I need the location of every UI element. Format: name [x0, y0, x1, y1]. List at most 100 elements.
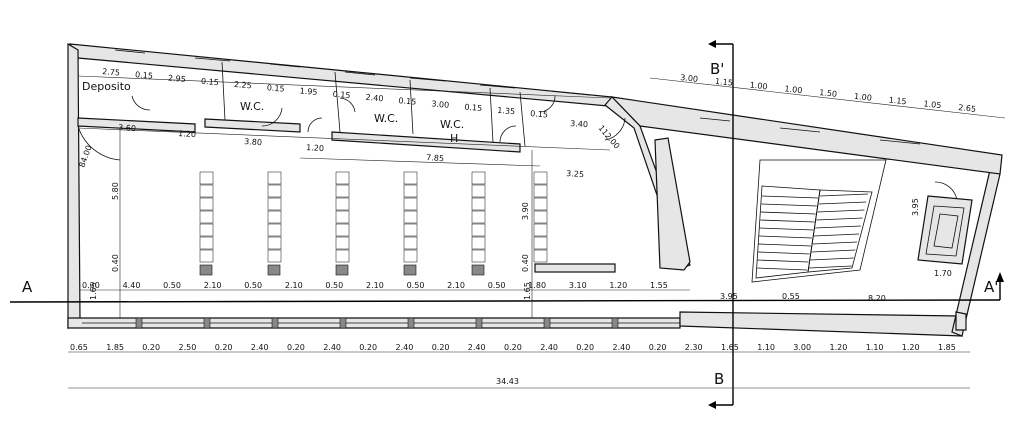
dims-right-top-3: 1.00	[784, 84, 803, 95]
rack-cell	[403, 249, 418, 263]
dims-bottom-row-11: 2.40	[468, 343, 486, 352]
dims-top-row-11: 0.15	[464, 103, 483, 114]
stair-step	[818, 201, 867, 205]
dims-vertical-6: 3.95	[911, 198, 920, 216]
stair-step	[815, 225, 861, 229]
dims-second-row-0: 3.60	[118, 123, 136, 133]
rack-cell	[533, 197, 548, 211]
room-label-wc-1: W.C.	[240, 100, 264, 113]
dims-misc-1: 112.00	[596, 124, 621, 151]
dims-bottom-row-15: 2.40	[613, 343, 631, 352]
rack-cell	[199, 171, 214, 185]
pillar	[403, 264, 417, 276]
dims-mid-row-6: 0.50	[325, 281, 343, 290]
rack-cell	[335, 249, 350, 263]
stair-step	[811, 249, 856, 253]
rack-cell	[471, 171, 486, 185]
dims-bottom-row-9: 2.40	[396, 343, 414, 352]
dims-bottom-row-1: 1.85	[106, 343, 124, 352]
dims-vertical-5: 1.65	[523, 282, 532, 300]
south-windows	[82, 317, 680, 329]
dims-top-row-6: 1.95	[299, 86, 318, 97]
dims-bottom-row-13: 2.40	[540, 343, 558, 352]
dims-mid-row-9: 2.10	[447, 281, 465, 290]
stair-step	[760, 211, 816, 215]
dims-right-top-5: 1.00	[854, 92, 873, 103]
rack-cell	[267, 210, 282, 224]
dims-mid-right-2: 8.20	[868, 294, 886, 303]
rack-cell	[471, 236, 486, 250]
rack-cell	[533, 210, 548, 224]
dims-mid-row-11: 1.80	[528, 281, 546, 290]
rack-cell	[471, 197, 486, 211]
rack-cell	[335, 236, 350, 250]
rack-cell	[335, 210, 350, 224]
rack-cell	[267, 184, 282, 198]
dims-bottom-row-3: 2.50	[179, 343, 197, 352]
rack-cell	[199, 249, 214, 263]
dims-right-top-6: 1.15	[888, 96, 907, 107]
dims-vertical-7: 1.70	[934, 269, 952, 278]
dims-mid-row-14: 1.55	[650, 281, 668, 290]
stair-step	[757, 251, 810, 255]
rack-cell	[199, 223, 214, 237]
room-label-wc-3-sub: H	[450, 132, 458, 145]
rack-cell	[403, 197, 418, 211]
rack-cell	[267, 171, 282, 185]
dims-second-row-6: 3.25	[566, 169, 584, 179]
dims-bottom-row-23: 1.20	[902, 343, 920, 352]
dims-right-top-0: 3.00	[680, 73, 699, 84]
dims-bottom-row-2: 0.20	[142, 343, 160, 352]
dims-top-row-8: 2.40	[365, 93, 384, 104]
dims-top-row-4: 2.25	[234, 80, 253, 91]
dims-bottom-row-20: 3.00	[793, 343, 811, 352]
dims-vertical-0: 5.80	[111, 182, 120, 200]
rack-cell	[267, 236, 282, 250]
dims-mid-row-5: 2.10	[285, 281, 303, 290]
dims-vertical-2: 1.65	[89, 282, 98, 300]
dims-bottom-row-10: 0.20	[432, 343, 450, 352]
dims-mid-row-2: 0.50	[163, 281, 181, 290]
dims-bottom-row-8: 0.20	[359, 343, 377, 352]
rack-cell	[267, 249, 282, 263]
door-swings	[77, 95, 958, 201]
section-letter-a: A	[22, 278, 33, 296]
dims-bottom-row-7: 2.40	[323, 343, 341, 352]
rack-cell	[533, 249, 548, 263]
stair-step	[761, 203, 817, 207]
dims-top-row-12: 1.35	[497, 106, 516, 117]
section-letter-a-prime: A'	[984, 278, 998, 296]
rack-cell	[335, 171, 350, 185]
rack-cell	[533, 236, 548, 250]
dims-bottom-row-12: 0.20	[504, 343, 522, 352]
dims-mid-row-3: 2.10	[204, 281, 222, 290]
stair-step	[758, 243, 811, 247]
section-line-a	[9, 272, 1004, 303]
pillar	[267, 264, 281, 276]
rack-cell	[335, 184, 350, 198]
rack-cell	[403, 171, 418, 185]
stair-step	[819, 193, 869, 197]
dims-right-top-1: 1.15	[715, 77, 734, 88]
dims-mid-right-0: 3.95	[720, 292, 738, 301]
section-letter-b-prime: B'	[710, 60, 724, 78]
pillar	[199, 264, 213, 276]
outer-walls	[67, 42, 1003, 337]
dims-bottom-row-18: 1.65	[721, 343, 739, 352]
stair-block	[751, 159, 887, 283]
stair-step	[760, 219, 815, 223]
dims-top-row-13: 0.15	[530, 109, 549, 120]
dims-bottom-row-24: 1.85	[938, 343, 956, 352]
elevator-shaft	[917, 195, 973, 265]
dims-bottom-row-22: 1.10	[866, 343, 884, 352]
dims-vertical-3: 3.90	[521, 202, 530, 220]
dims-top-row-0: 2.75	[102, 67, 121, 78]
rack-cell	[471, 249, 486, 263]
stair-step	[757, 259, 809, 263]
rack-cell	[533, 223, 548, 237]
pillar	[335, 264, 349, 276]
